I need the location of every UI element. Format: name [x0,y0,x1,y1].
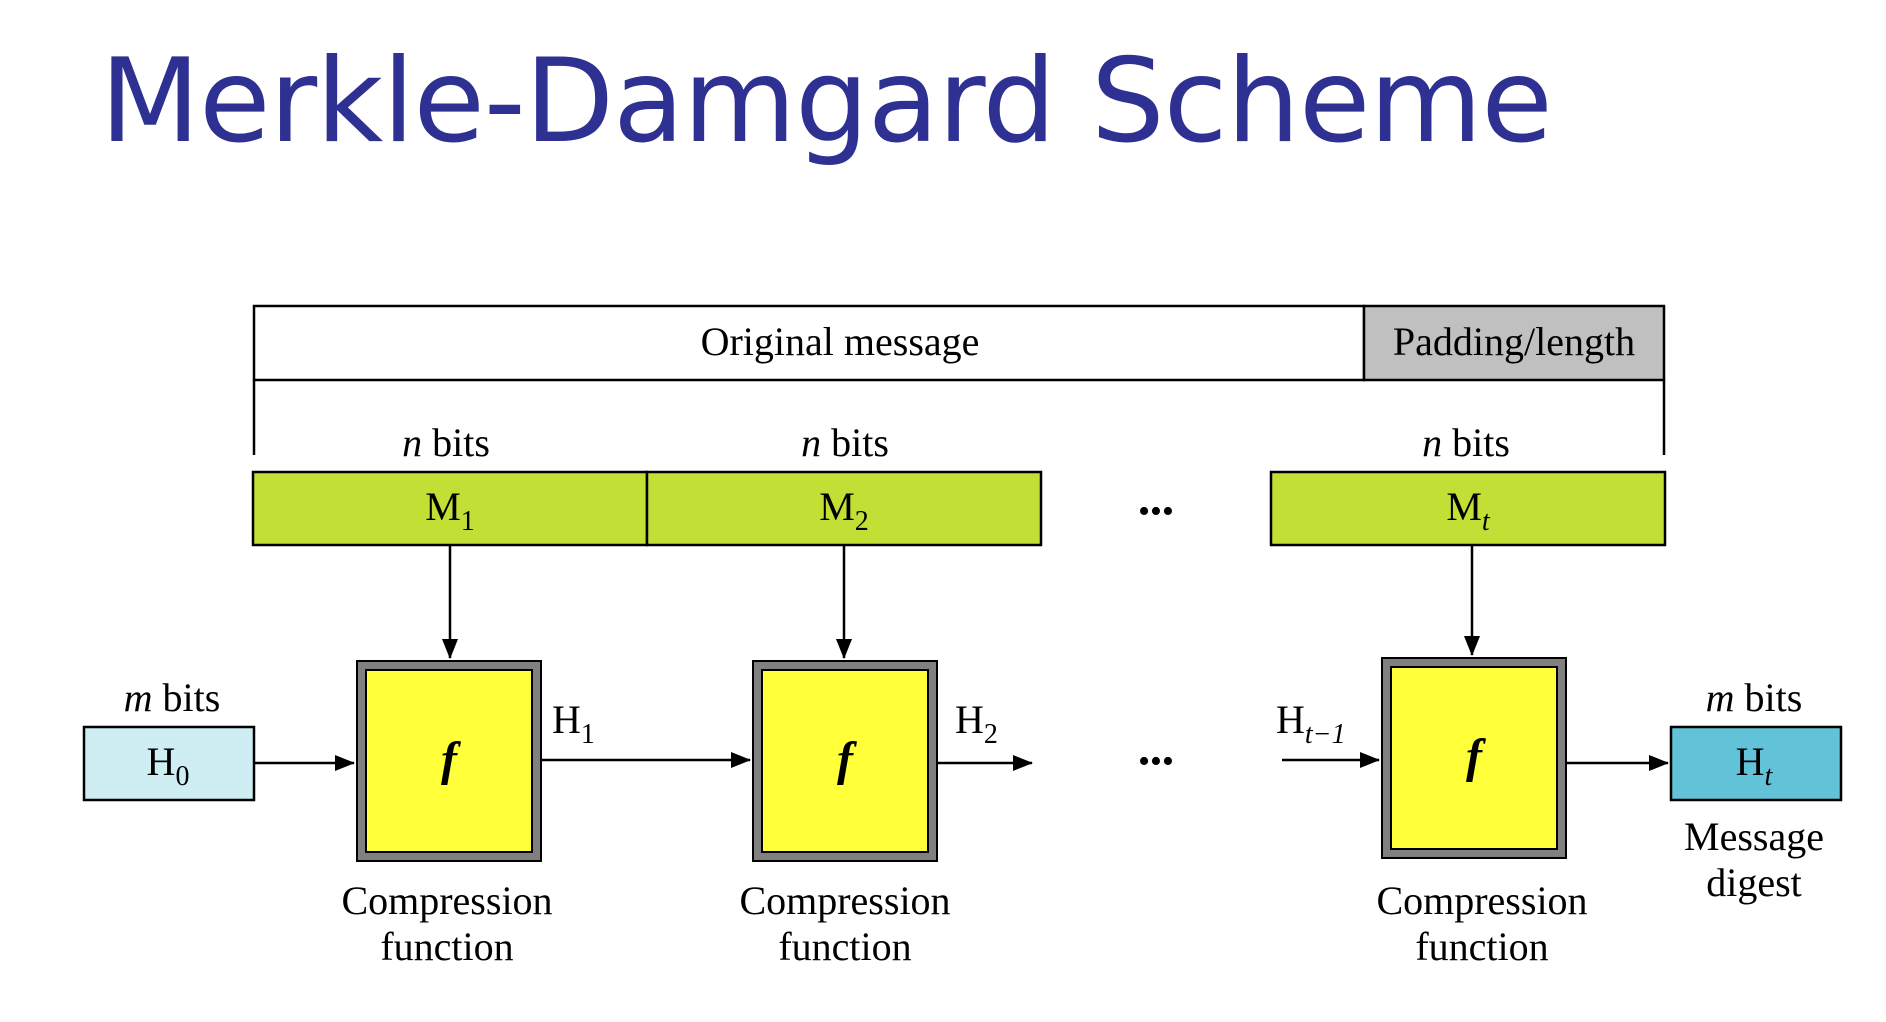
f1-caption-line1: Compression [341,878,552,923]
block-m1-label: M1 [425,484,475,537]
padding-label: Padding/length [1393,319,1635,364]
h0-label: H0 [147,739,190,792]
ft-caption-line1: Compression [1376,878,1587,923]
h2-label: H2 [955,697,998,750]
f2-caption-line1: Compression [739,878,950,923]
block-m1: M1 [251,470,649,547]
ht-label: Ht [1736,739,1774,792]
padding-box [1362,304,1666,382]
block-m2: M2 [645,470,1043,547]
block-mt: Mt [1269,470,1667,547]
block-m2-label: M2 [819,484,869,537]
f1-caption-line2: function [380,924,513,969]
h0-box: H0 [82,725,256,802]
ht-size-label: m bits [1706,675,1803,720]
compression-function-1: f [356,660,542,862]
message-bar: Original message Padding/length [252,304,1666,455]
h1-label: H1 [552,697,595,750]
digest-label-line2: digest [1706,860,1802,905]
original-message-box [252,304,1366,382]
f1-symbol: f [441,733,461,786]
page-title: Merkle-Damgard Scheme [100,34,1553,169]
h0-size-label: m bits [124,675,221,720]
block-1-size-label: n bits [402,420,490,465]
digest-label-line1: Message [1684,814,1824,859]
ft-symbol: f [1466,730,1486,783]
compression-function-t: f [1381,657,1567,859]
ht-box: Ht [1669,725,1843,802]
ft-caption-line2: function [1415,924,1548,969]
chain-ellipsis: ••• [1138,743,1174,780]
compression-function-2: f [752,660,938,862]
block-mt-label: Mt [1446,484,1491,537]
blocks-ellipsis: ••• [1138,493,1174,530]
f2-caption-line2: function [778,924,911,969]
block-2-size-label: n bits [801,420,889,465]
original-message-label: Original message [701,319,980,364]
block-t-size-label: n bits [1422,420,1510,465]
f2-symbol: f [837,733,857,786]
ht-minus-1-label: Ht−1 [1276,697,1346,750]
